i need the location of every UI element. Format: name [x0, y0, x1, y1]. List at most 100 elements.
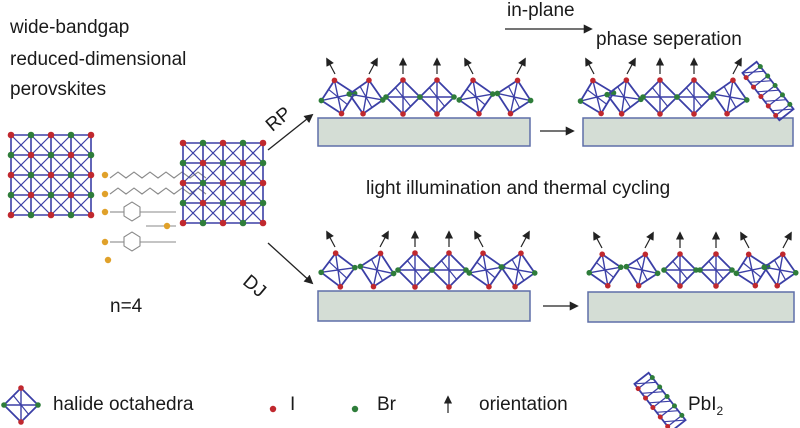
iodide-atom	[259, 219, 267, 227]
title-line-2: reduced-dimensional	[10, 49, 187, 70]
iodide-atom	[730, 77, 736, 84]
halide-octahedron	[417, 77, 457, 117]
iodide-atom	[400, 77, 406, 83]
bromide-atom	[239, 179, 247, 187]
iodide-atom	[635, 282, 642, 289]
bromide-atom	[346, 91, 353, 97]
bromide-atom	[47, 191, 55, 199]
iodide-atom	[400, 111, 406, 117]
bromide-atom	[623, 263, 630, 270]
bromide-atom	[674, 94, 680, 100]
iodide-atom	[618, 111, 625, 117]
bromide-atom	[489, 91, 496, 97]
iodide-atom	[743, 75, 749, 81]
bromide-atom	[383, 94, 389, 100]
title-line-1: wide-bandgap	[10, 17, 130, 38]
iodide-atom	[332, 250, 339, 256]
rp-film-after	[577, 57, 750, 117]
bromide-atom	[792, 269, 799, 276]
legend-orientation-label: orientation	[479, 394, 568, 415]
halide-octahedron	[357, 250, 397, 290]
in-plane-label: in-plane	[507, 0, 575, 21]
iodide-atom	[713, 283, 719, 289]
iodide-atom	[377, 250, 384, 257]
iodide-atom	[87, 171, 95, 179]
iodide-atom	[713, 251, 719, 257]
substrate-rp-before	[317, 117, 531, 147]
bromide-atom	[733, 270, 740, 277]
iodide-atom	[179, 139, 187, 147]
halide-octahedron	[383, 77, 423, 117]
iodide-atom	[751, 84, 757, 90]
bromide-atom	[7, 191, 15, 199]
iodide-atom	[470, 77, 476, 84]
bromide-atom	[395, 267, 401, 273]
bromide-atom	[259, 199, 267, 207]
bromide-atom	[710, 91, 717, 97]
substrate-dj-before	[317, 290, 531, 322]
iodide-atom	[199, 199, 207, 207]
halide-octahedron	[640, 77, 680, 117]
bromide-atom	[179, 199, 187, 207]
halide-octahedron	[761, 251, 799, 289]
pbi2-block	[633, 371, 687, 428]
bromide-atom	[654, 270, 661, 277]
substrate-rp-after	[582, 117, 794, 147]
bromide-atom	[604, 91, 610, 98]
iodide-atom	[27, 191, 35, 199]
halide-octahedron	[498, 250, 538, 290]
orientation-arrow	[368, 57, 378, 75]
halide-octahedron	[604, 77, 644, 117]
orientation-arrow	[740, 231, 750, 249]
alkyl-chain	[109, 187, 207, 195]
bromide-atom	[494, 90, 501, 97]
orientation-arrow	[644, 231, 654, 249]
iodide-atom	[598, 110, 604, 117]
bromide-atom	[640, 94, 646, 100]
iodide-atom	[434, 111, 440, 117]
iodide-atom	[18, 385, 24, 391]
bromide-atom	[498, 264, 505, 270]
iodide-atom	[87, 211, 95, 219]
pbi2-block	[741, 60, 795, 122]
iodide-atom	[337, 284, 344, 290]
iodide-atom	[677, 283, 683, 289]
iodide-atom	[512, 283, 518, 290]
orientation-arrow	[326, 230, 336, 248]
iodide-atom	[758, 94, 764, 100]
bromide-atom	[318, 97, 325, 104]
iodide-atom	[650, 405, 656, 411]
title-line-3: perovskites	[10, 79, 107, 100]
perovskite-slab-left	[7, 131, 95, 219]
bromide-atom	[787, 101, 793, 107]
iodide-atom	[657, 77, 663, 83]
iodide-atom	[366, 77, 372, 84]
bromide-atom	[679, 412, 685, 418]
bromide-atom	[219, 199, 227, 207]
benzene-ring	[123, 231, 141, 252]
dj-film-before	[318, 230, 538, 290]
iodide-atom	[239, 159, 247, 167]
halide-octahedron	[466, 250, 506, 290]
orientation-arrow	[585, 57, 595, 75]
orientation-arrow	[782, 231, 792, 249]
iodide-atom	[657, 111, 663, 117]
halide-octahedron	[1, 385, 41, 425]
orientation-arrow	[593, 231, 603, 249]
bromide-atom	[671, 403, 677, 409]
iodide-atom	[199, 159, 207, 167]
iodide-atom	[331, 77, 338, 84]
iodide-atom	[7, 131, 15, 139]
illumination-label: light illumination and thermal cycling	[366, 178, 671, 199]
halide-octahedron	[346, 77, 386, 117]
iodide-atom	[370, 283, 377, 290]
iodide-atom	[219, 179, 227, 187]
halide-octahedron	[456, 77, 496, 117]
iodide-atom	[27, 151, 35, 159]
rp-film-before	[318, 57, 534, 117]
bromide-atom	[586, 269, 593, 276]
bromide-atom	[697, 267, 703, 273]
perovskite-slab-right	[179, 139, 267, 227]
